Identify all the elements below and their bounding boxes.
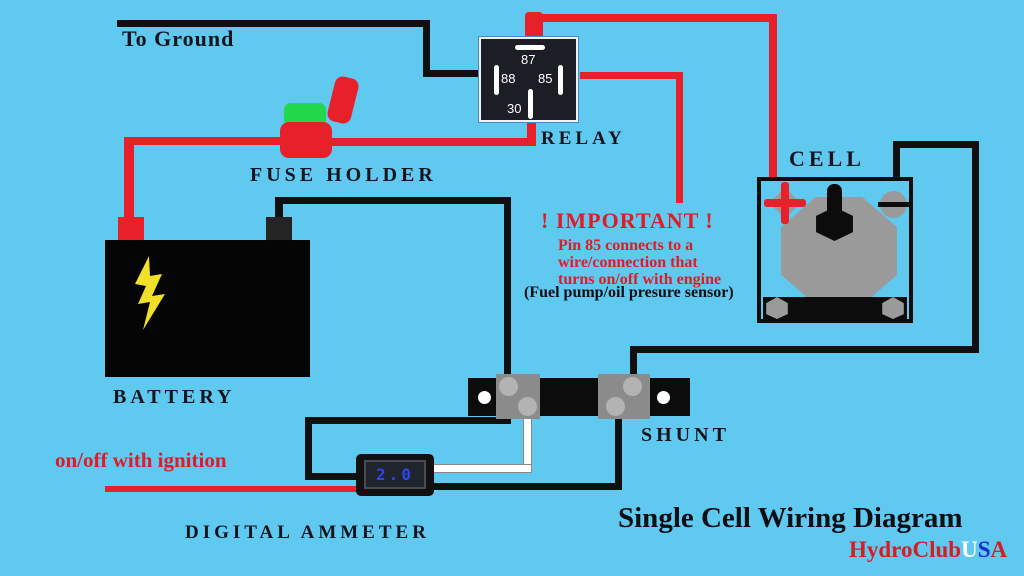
brand-logo: HydroClubUSA bbox=[849, 537, 1007, 563]
important-note-line2: wire/connection that bbox=[558, 254, 698, 271]
shunt-mount-hole-right bbox=[657, 391, 670, 404]
diagram-title: Single Cell Wiring Diagram bbox=[618, 502, 963, 534]
ammeter-display: 2.0 bbox=[364, 460, 426, 489]
important-note-title: ! IMPORTANT ! bbox=[541, 208, 714, 233]
shunt-mount-hole-left bbox=[478, 391, 491, 404]
wire-ignition-line bbox=[105, 486, 360, 492]
wire-shunt-right-down bbox=[615, 406, 622, 490]
wire-to-cell-positive bbox=[769, 14, 777, 181]
digital-ammeter-component: 2.0 bbox=[356, 454, 434, 496]
wire-pin85-vertical bbox=[676, 72, 683, 203]
wire-ground-vertical bbox=[423, 20, 430, 76]
wire-ground-to-relay bbox=[423, 70, 480, 77]
wire-into-ammeter-left bbox=[305, 473, 359, 480]
relay-pin30-number: 30 bbox=[507, 101, 522, 116]
plus-icon bbox=[781, 182, 789, 224]
shunt-right-top-terminal bbox=[623, 377, 642, 396]
relay-label: RELAY bbox=[541, 128, 626, 149]
fuse-holder-label: FUSE HOLDER bbox=[250, 164, 437, 186]
shunt-label: SHUNT bbox=[641, 424, 730, 446]
relay-pin88-number: 88 bbox=[501, 71, 516, 86]
wire-relay-pin30-drop bbox=[527, 119, 536, 146]
cell-bolt-left bbox=[766, 297, 788, 319]
wire-ground-horizontal bbox=[117, 20, 429, 27]
wire-battery-negative-up bbox=[275, 197, 283, 221]
to-ground-label: To Ground bbox=[122, 26, 235, 51]
relay-pin30-slot bbox=[528, 89, 533, 119]
wire-cell-negative-right bbox=[972, 141, 979, 353]
cell-component bbox=[757, 177, 913, 323]
wire-sense-white-horizontal bbox=[432, 465, 531, 472]
wire-pin87-top-horizontal bbox=[534, 14, 777, 22]
wire-shunt-to-ammeter-vertical bbox=[305, 417, 312, 480]
brand-hydroclub: HydroClub bbox=[849, 537, 962, 562]
relay-component: 87 88 85 30 bbox=[478, 36, 579, 123]
fuse-holder-body bbox=[280, 122, 332, 158]
lightning-bolt-icon bbox=[135, 256, 165, 330]
battery-label: BATTERY bbox=[113, 386, 236, 408]
ignition-note: on/off with ignition bbox=[55, 448, 227, 472]
ammeter-reading: 2.0 bbox=[376, 465, 414, 484]
wire-battery-negative-horizontal bbox=[275, 197, 511, 204]
brand-letter-u: U bbox=[961, 537, 978, 562]
wire-cell-to-shunt-drop bbox=[630, 346, 637, 379]
shunt-right-bottom-terminal bbox=[606, 397, 625, 416]
wire-sense-white-vertical bbox=[524, 404, 531, 472]
battery-positive-terminal bbox=[118, 217, 144, 242]
brand-letter-a: A bbox=[990, 537, 1008, 562]
relay-pin88-slot bbox=[494, 65, 499, 95]
cell-bottom-bar bbox=[763, 297, 907, 319]
wire-fuse-to-relay bbox=[328, 138, 535, 146]
wire-battery-negative-down-to-shunt bbox=[504, 197, 511, 424]
wire-ammeter-right-black bbox=[432, 483, 622, 490]
important-note-line4: (Fuel pump/oil presure sensor) bbox=[524, 284, 734, 301]
important-note-line3: turns on/off with engine bbox=[558, 271, 722, 288]
shunt-left-bottom-terminal bbox=[518, 397, 537, 416]
wire-cell-negative-top bbox=[893, 141, 979, 148]
shunt-left-top-terminal bbox=[499, 377, 518, 396]
cell-negative-terminal bbox=[878, 191, 909, 218]
relay-pin87-slot bbox=[515, 45, 545, 50]
brand-letter-s: S bbox=[977, 537, 991, 562]
wire-battery-positive-horizontal bbox=[124, 137, 286, 145]
important-note-line1: Pin 85 connects to a bbox=[558, 237, 694, 254]
relay-pin87-number: 87 bbox=[521, 52, 536, 67]
wire-cell-negative-bottom bbox=[630, 346, 979, 353]
relay-pin85-number: 85 bbox=[538, 71, 553, 86]
fuse-holder-red-cap bbox=[325, 74, 361, 126]
battery-negative-terminal bbox=[266, 217, 292, 242]
wire-battery-positive-vertical bbox=[124, 140, 134, 222]
wire-cell-negative-up bbox=[893, 141, 900, 179]
wire-pin85-horizontal bbox=[580, 72, 683, 79]
relay-pin85-slot bbox=[558, 65, 563, 95]
cell-bolt-right bbox=[882, 297, 904, 319]
cell-label: CELL bbox=[789, 146, 865, 171]
wire-shunt-to-ammeter-horizontal bbox=[305, 417, 511, 424]
battery-component bbox=[105, 240, 310, 377]
minus-icon bbox=[878, 202, 909, 207]
digital-ammeter-label: DIGITAL AMMETER bbox=[185, 522, 430, 543]
